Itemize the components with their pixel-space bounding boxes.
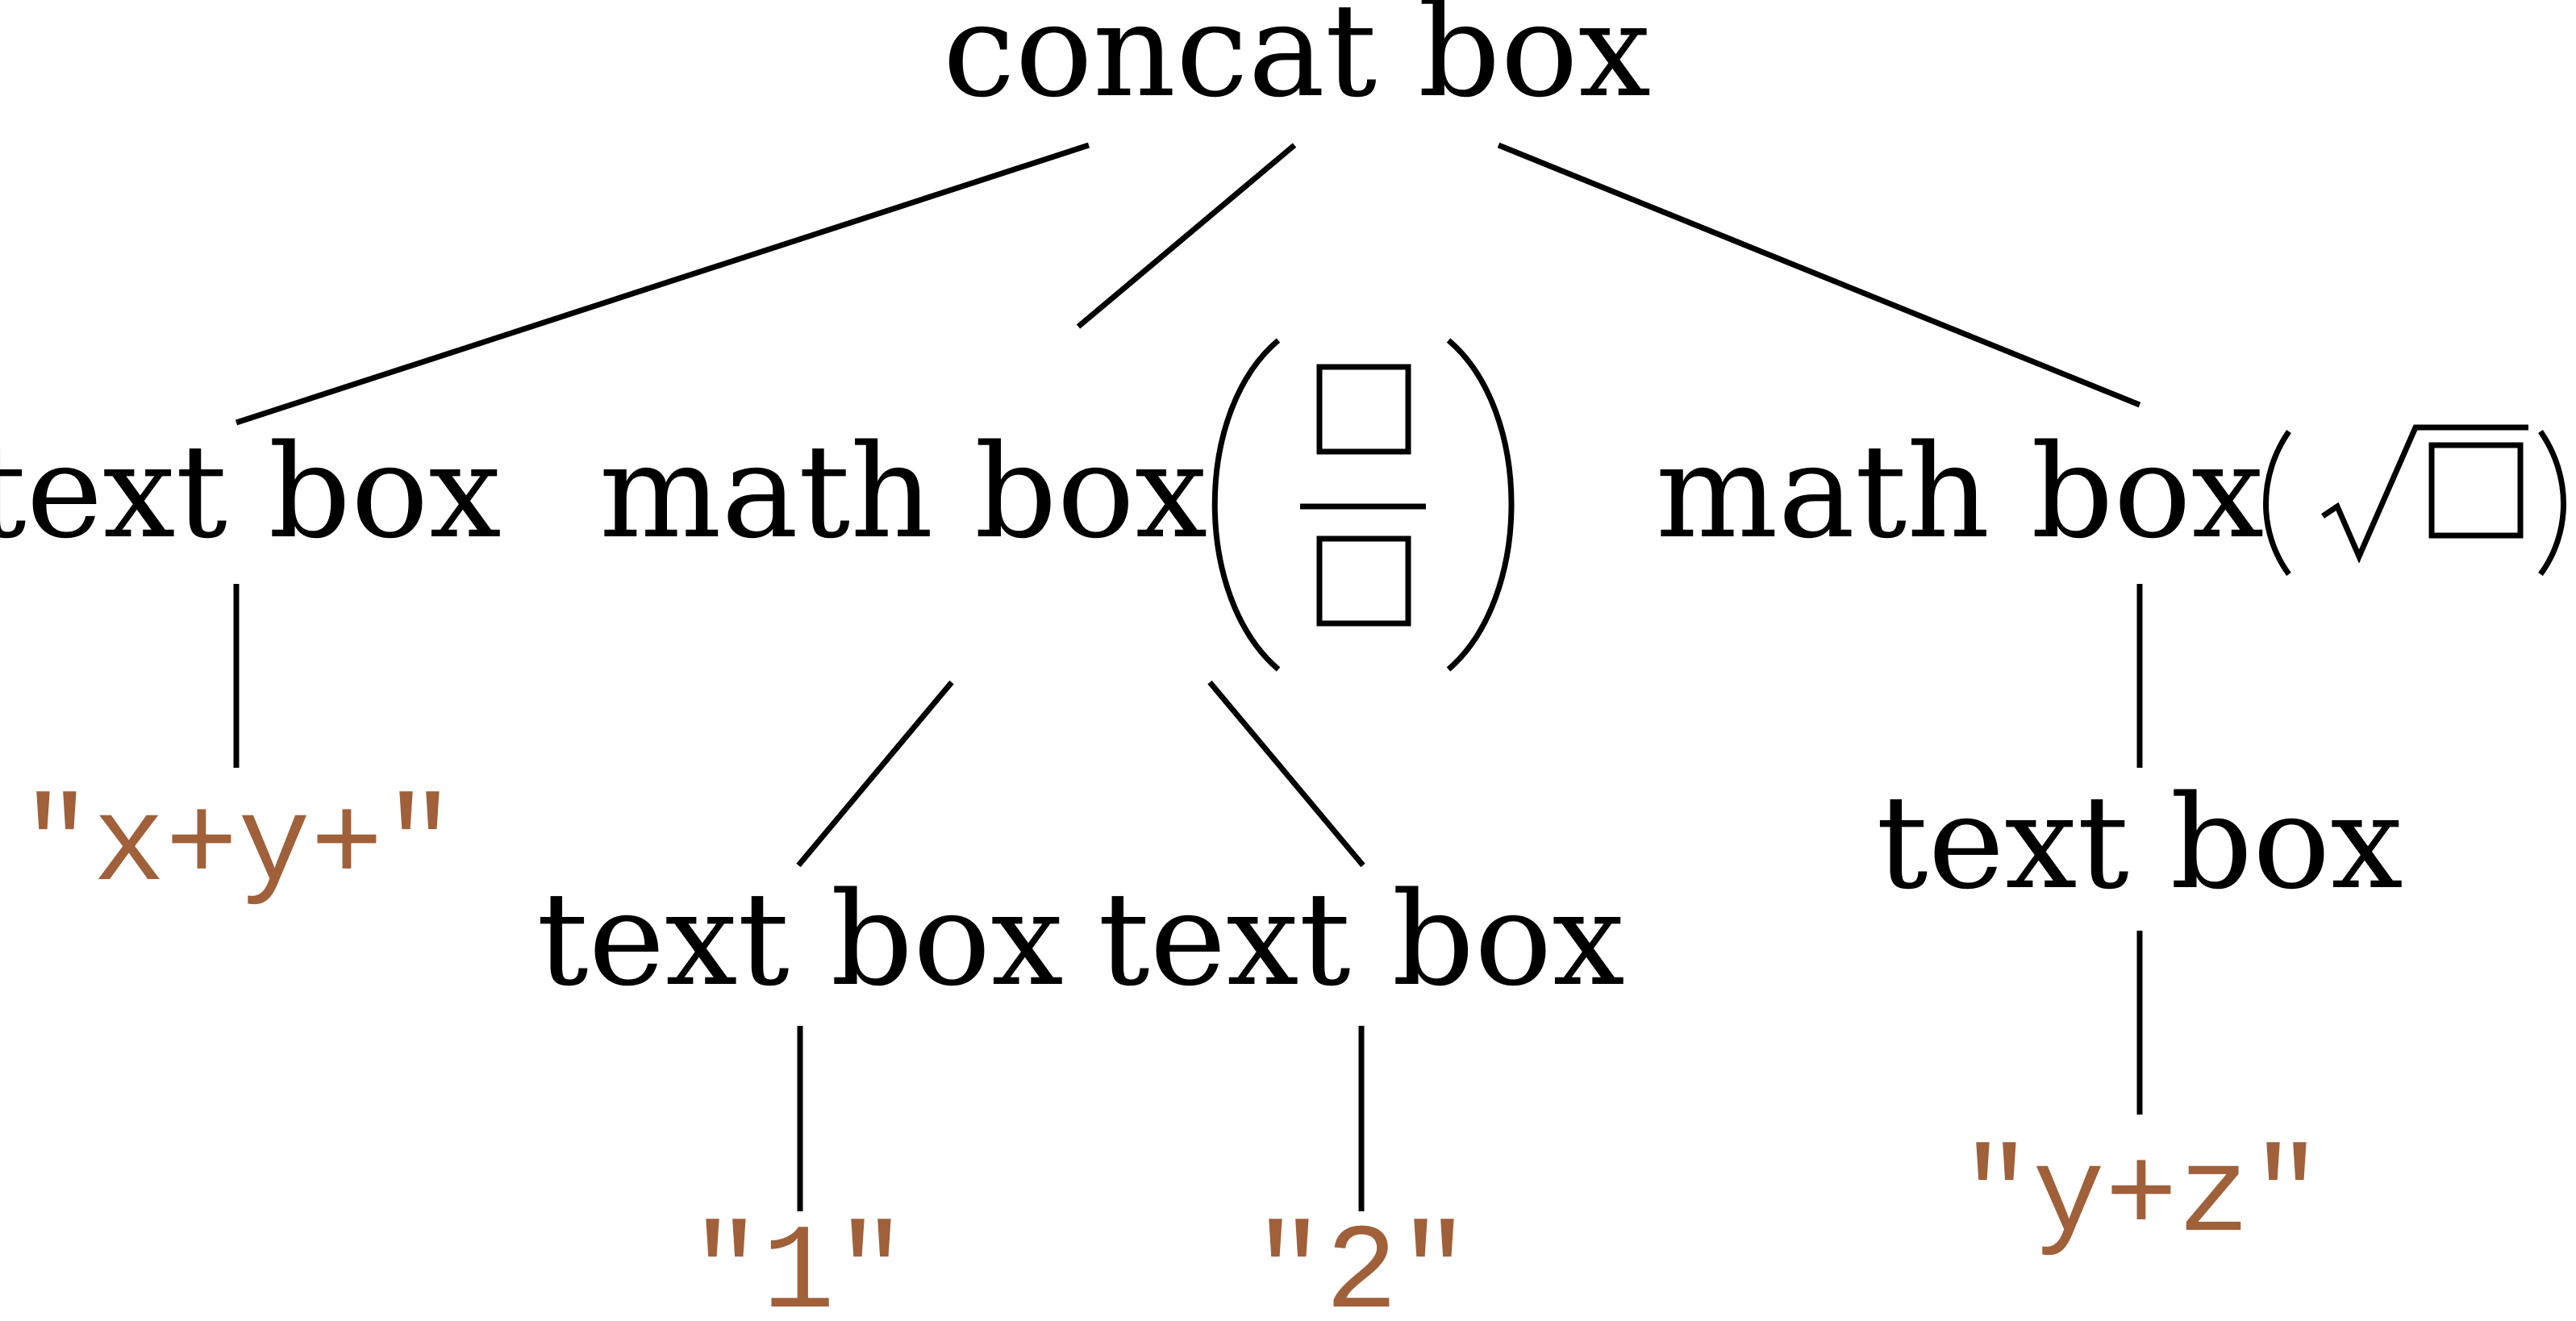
fraction-icon: [1211, 338, 1515, 672]
node-math-box-sqrt: math box: [1656, 416, 2264, 567]
edge-root-to-math-box-sqrt: [1497, 142, 2141, 408]
edge-root-to-text-box: [235, 142, 1090, 426]
leaves: "x+y+" "1" "2" "y+z": [20, 779, 2323, 1321]
edge-root-to-math-box-fraction: [1076, 143, 1297, 329]
node-text-box-sqrt: text box: [1876, 767, 2403, 918]
numerator-placeholder-icon: [1316, 364, 1411, 455]
denominator-placeholder-icon: [1316, 535, 1411, 627]
edges: [233, 142, 2143, 1211]
node-text-box: text box: [0, 416, 502, 567]
left-paren-icon: [2263, 430, 2291, 577]
node-math-box-fraction: math box: [599, 416, 1207, 567]
node-text-box-1: text box: [536, 864, 1063, 1015]
nodes: concat box text box math box math box te…: [0, 0, 2403, 1015]
edge-math-box-to-text-box-1: [796, 680, 954, 868]
leaf-one: "1": [690, 1206, 907, 1321]
leaf-two: "2": [1253, 1206, 1470, 1321]
radical-sign-icon: [2321, 424, 2528, 564]
radicand-placeholder-icon: [2428, 442, 2524, 539]
right-paren-icon: [1446, 338, 1515, 672]
leaf-y-plus-z: "y+z": [1960, 1130, 2323, 1267]
right-paren-icon: [2538, 430, 2566, 577]
left-paren-icon: [1211, 338, 1281, 672]
node-text-box-2: text box: [1098, 864, 1624, 1015]
square-root-icon: [2263, 424, 2566, 577]
edge-math-box-to-text-box-2: [1207, 680, 1365, 868]
node-root: concat box: [943, 0, 1651, 126]
leaf-x-plus-y-plus: "x+y+": [20, 779, 456, 916]
